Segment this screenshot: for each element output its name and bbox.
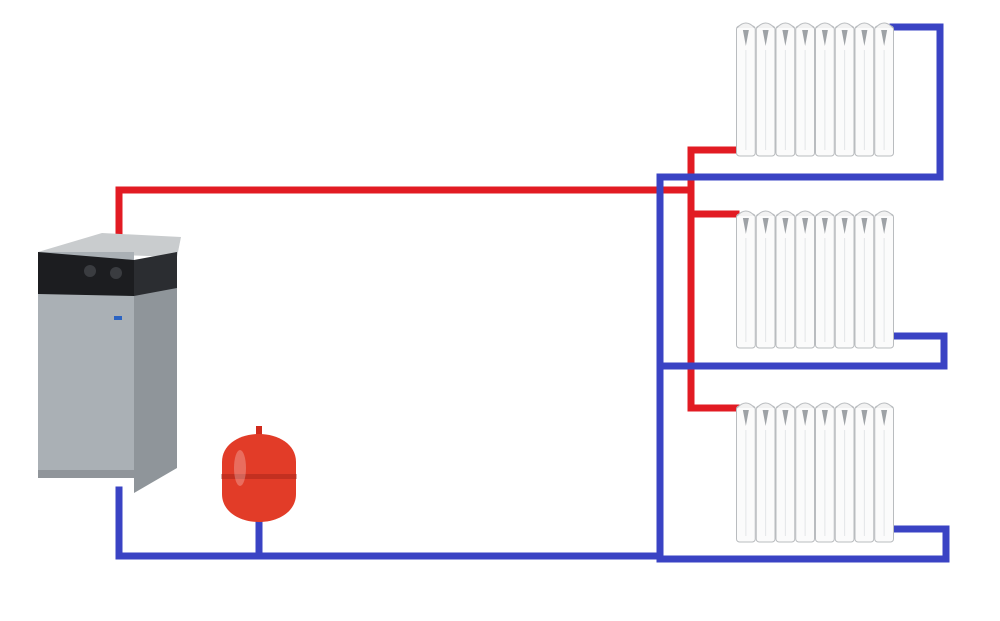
radiator-section-cap — [835, 22, 854, 29]
radiator-section-cap — [736, 210, 756, 217]
radiator-fin-mark — [881, 30, 888, 46]
radiator-section-cap — [874, 22, 894, 29]
radiator-section-cap — [815, 22, 835, 29]
boiler-badge — [114, 316, 122, 320]
radiator-fin-mark — [782, 30, 789, 46]
tank-body — [222, 434, 296, 522]
tank-band — [221, 474, 297, 479]
radiator-section-cap — [855, 22, 874, 29]
boiler-icon — [38, 233, 181, 493]
radiator-fin-mark — [782, 410, 789, 426]
radiator-fin-mark — [782, 218, 789, 234]
radiator-fin-mark — [861, 30, 868, 46]
radiator-icon — [736, 402, 894, 543]
boiler-knob-left — [84, 265, 96, 277]
boiler-panel-side — [134, 252, 177, 296]
radiator-fin-mark — [762, 410, 769, 426]
boiler-side — [134, 252, 177, 493]
return-branch-top — [656, 23, 944, 181]
radiator-fin-mark — [841, 410, 848, 426]
radiator-fin-mark — [821, 30, 828, 46]
radiator-icon — [736, 210, 894, 349]
radiator-fin-mark — [802, 410, 809, 426]
tank-highlight — [234, 450, 246, 486]
radiator-section-cap — [736, 402, 756, 409]
radiator-fin-mark — [802, 30, 809, 46]
supply-main-pipe — [115, 186, 695, 244]
radiator-fin-mark — [762, 218, 769, 234]
supply-pipes — [115, 146, 740, 412]
radiator-fin-mark — [821, 218, 828, 234]
return-branch-bottom — [656, 525, 950, 563]
radiator-section-cap — [795, 210, 815, 217]
radiator-section-cap — [756, 402, 775, 409]
radiator-section-cap — [756, 210, 775, 217]
radiator-section-cap — [776, 210, 795, 217]
radiator-section-cap — [835, 402, 854, 409]
radiator-section-cap — [874, 210, 894, 217]
radiator-fin-mark — [841, 30, 848, 46]
radiator-section-cap — [795, 22, 815, 29]
radiator-fin-mark — [742, 30, 749, 46]
return-main-pipe — [115, 486, 664, 560]
radiator-fin-mark — [881, 410, 888, 426]
radiator-section-cap — [756, 22, 775, 29]
return-pipes — [115, 23, 950, 563]
boiler-top — [38, 233, 181, 257]
radiator-fin-mark — [742, 218, 749, 234]
radiator-section-cap — [815, 402, 835, 409]
radiator-section-cap — [835, 210, 854, 217]
radiator-fin-mark — [742, 410, 749, 426]
radiator-section-cap — [855, 402, 874, 409]
radiator-fin-mark — [861, 410, 868, 426]
radiator-section-cap — [795, 402, 815, 409]
radiator-section-cap — [776, 402, 795, 409]
radiator-section-cap — [855, 210, 874, 217]
radiator-fin-mark — [841, 218, 848, 234]
return-branch-middle — [656, 332, 948, 370]
radiator-section-cap — [874, 402, 894, 409]
radiator-icon — [736, 22, 894, 157]
tank-valve — [256, 426, 262, 436]
boiler-shadow — [38, 470, 134, 478]
radiator-fin-mark — [802, 218, 809, 234]
expansion-tank-icon — [221, 426, 297, 522]
radiator-fin-mark — [881, 218, 888, 234]
radiator-section-cap — [736, 22, 756, 29]
radiator-section-cap — [815, 210, 835, 217]
radiator-fin-mark — [762, 30, 769, 46]
radiator-fin-mark — [861, 218, 868, 234]
radiator-fin-mark — [821, 410, 828, 426]
radiator-section-cap — [776, 22, 795, 29]
boiler-knob-right — [110, 267, 122, 279]
